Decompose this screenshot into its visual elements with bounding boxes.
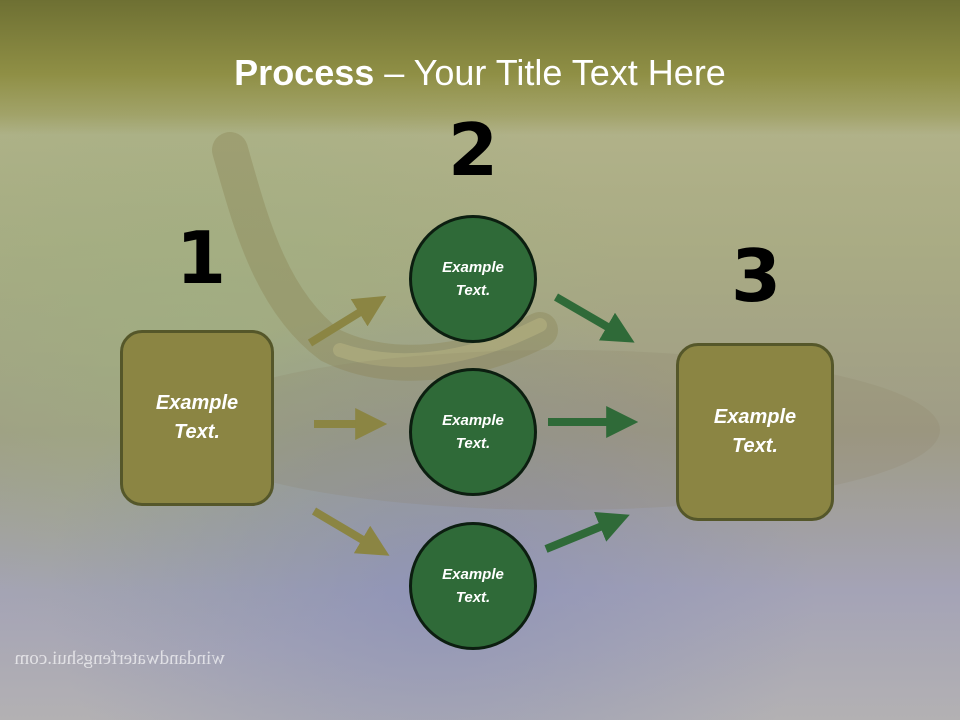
circle-1-text: Example Text. xyxy=(442,259,504,299)
step-number-1: 1 xyxy=(176,216,227,300)
circle-step-2: Example Text. xyxy=(409,368,537,496)
circle-2-text: Example Text. xyxy=(442,412,504,452)
step-number-2: 2 xyxy=(448,108,499,192)
right-process-box: Example Text. xyxy=(676,343,834,521)
left-box-text: Example Text. xyxy=(155,392,239,443)
left-process-box: Example Text. xyxy=(120,330,274,506)
arrow-to-circle-3 xyxy=(311,507,390,556)
slide-title: Process – Your Title Text Here xyxy=(0,52,960,94)
arrow-from-circle-1 xyxy=(553,293,635,343)
circle-3-text: Example Text. xyxy=(442,566,504,606)
circle-step-3: Example Text. xyxy=(409,522,537,650)
circle-step-1: Example Text. xyxy=(409,215,537,343)
arrow-from-circle-3 xyxy=(544,512,630,553)
step-number-3: 3 xyxy=(731,234,782,318)
title-bold: Process xyxy=(234,52,375,93)
title-rest: – Your Title Text Here xyxy=(374,52,726,93)
title-band xyxy=(0,0,960,135)
watermark-text: windandwaterfengshui.com xyxy=(0,648,225,670)
arrow-to-circle-1 xyxy=(307,295,387,347)
right-box-text: Example Text. xyxy=(713,406,797,457)
watermark-label: windandwaterfengshui.com xyxy=(14,648,225,669)
